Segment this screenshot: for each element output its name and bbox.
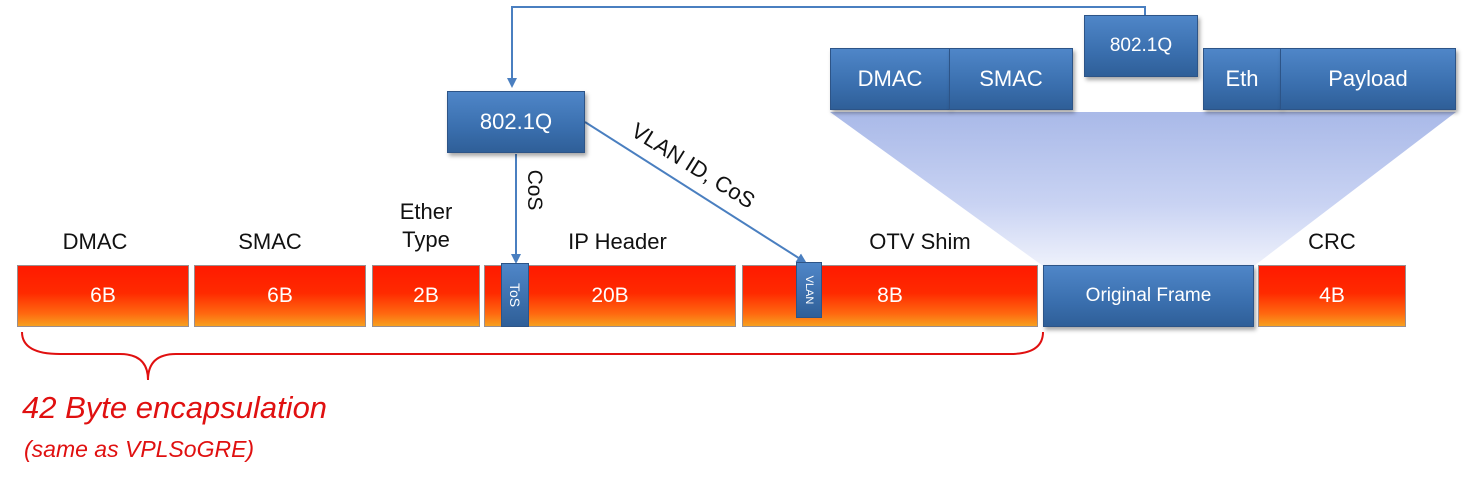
vlan-tag-text: VLAN xyxy=(803,275,815,305)
smac-label: SMAC xyxy=(238,229,302,254)
smac-size: 6B xyxy=(267,284,293,307)
crc-size: 4B xyxy=(1319,284,1345,307)
crc-field: 4B xyxy=(1258,265,1406,327)
orig-eth-field: Eth xyxy=(1203,48,1281,110)
tos-tag: ToS xyxy=(501,263,529,327)
otv-shim-label: OTV Shim xyxy=(869,229,971,254)
dmac-field: 6B xyxy=(17,265,189,327)
orig-payload-field: Payload xyxy=(1280,48,1456,110)
orig-dot1q-field: 802.1Q xyxy=(1084,15,1198,77)
encapsulation-brace xyxy=(21,331,1044,381)
original-frame-field: Original Frame xyxy=(1043,265,1254,327)
dot1q-move-arrow xyxy=(507,6,1146,88)
otv-shim-field: 8B xyxy=(742,265,1038,327)
cos-arrow-label: CoS xyxy=(523,169,546,211)
dmac-label: DMAC xyxy=(62,229,128,254)
encapsulation-subnote: (same as VPLSoGRE) xyxy=(24,436,255,462)
orig-dot1q-label: 802.1Q xyxy=(1109,35,1173,56)
ethertype-field: 2B xyxy=(372,265,480,327)
vlan-tag: VLAN xyxy=(796,262,822,318)
vlan-cos-arrow xyxy=(584,121,807,264)
dot1q-header-text: 802.1Q xyxy=(479,109,553,134)
ip-header-label: IP Header xyxy=(568,229,667,254)
original-frame-label: Original Frame xyxy=(1085,285,1212,306)
dot1q-header-box: 802.1Q xyxy=(447,91,585,153)
ethertype-size: 2B xyxy=(413,284,439,307)
orig-payload-label: Payload xyxy=(1328,66,1408,91)
dmac-size: 6B xyxy=(90,284,116,307)
expansion-trapezoid xyxy=(830,112,1456,266)
ip-header-size: 20B xyxy=(591,284,629,307)
orig-dmac-field: DMAC xyxy=(830,48,950,110)
otv-shim-size: 8B xyxy=(877,284,903,307)
tos-tag-text: ToS xyxy=(507,282,523,308)
encapsulation-note: 42 Byte encapsulation xyxy=(22,390,328,425)
orig-eth-label: Eth xyxy=(1225,66,1259,91)
orig-smac-field: SMAC xyxy=(949,48,1073,110)
orig-smac-label: SMAC xyxy=(979,66,1043,91)
crc-label: CRC xyxy=(1308,229,1356,254)
orig-dmac-label: DMAC xyxy=(857,66,923,91)
smac-field: 6B xyxy=(194,265,366,327)
ethertype-label: Ether Type xyxy=(399,199,453,252)
